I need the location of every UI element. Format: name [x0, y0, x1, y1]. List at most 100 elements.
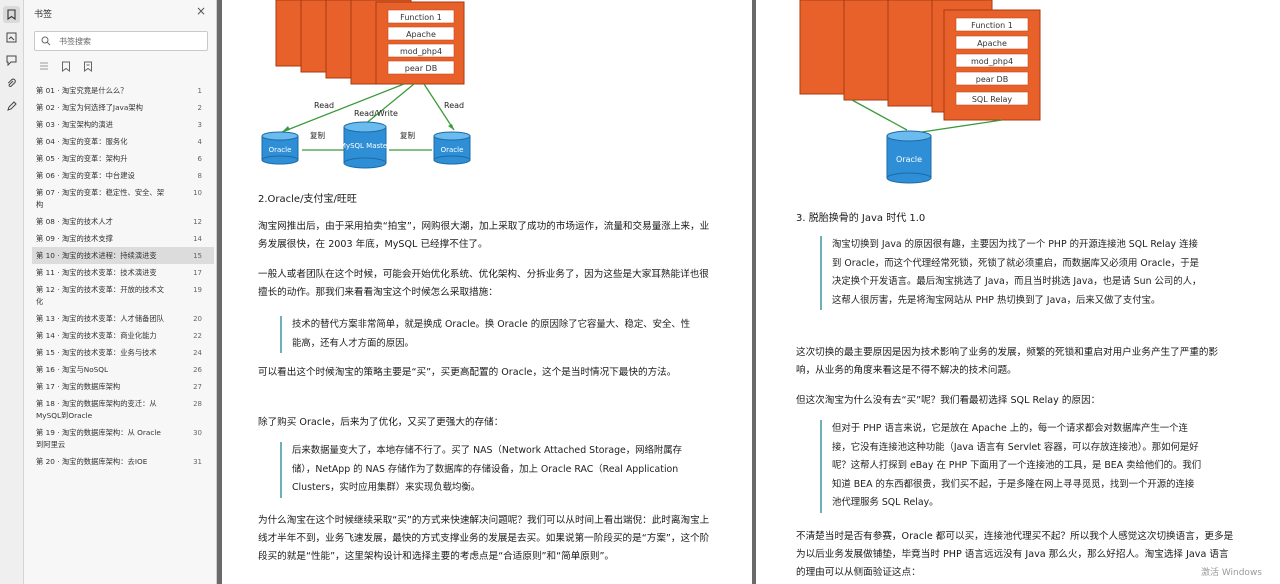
bookmark-item[interactable]: 第 18 · 淘宝的数据库架构的变迁：从 MySQL到Oracle 28	[36, 395, 214, 424]
bookmark-item-label: 第 18 · 淘宝的数据库架构的变迁：从 MySQL到Oracle	[36, 398, 157, 420]
bookmark-item-label: 第 11 · 淘宝的技术变革：技术演进变	[36, 267, 157, 277]
tool-rail	[0, 0, 24, 584]
box-label-sqlrelay: SQL Relay	[972, 95, 1013, 104]
bookmark-item-page: 2	[197, 104, 202, 112]
bookmark-item-page: 15	[193, 252, 202, 260]
bookmark-item-label: 第 13 · 淘宝的技术变革：人才储备团队	[36, 313, 165, 323]
bookmark-item-label: 第 16 · 淘宝与NoSQL	[36, 364, 109, 374]
paragraph-1: 淘宝网推出后，由于采用拍卖“拍宝”，网购很大潮，加上采取了成功的市场运作，流量和…	[258, 221, 710, 250]
bookmark-item-label: 第 20 · 淘宝的数据库架构：去IOE	[36, 456, 148, 466]
bookmark-item-page: 14	[193, 235, 202, 243]
quote-block-1: 技术的替代方案非常简单，就是换成 Oracle。换 Oracle 的原因除了它容…	[280, 316, 692, 353]
document-page-right: Function 1 Apache mod_php4 pear DB SQL R…	[756, 0, 1280, 584]
paragraph-3: 可以看出这个时候淘宝的策略主要是“买”，买更高配置的 Oracle，这个是当时情…	[258, 367, 677, 378]
bookmark-item-page: 17	[193, 269, 202, 277]
bookmark-item[interactable]: 第 01 · 淘宝究竟是什么么？1	[36, 82, 214, 99]
bookmark-item-label: 第 09 · 淘宝的技术支撑	[36, 233, 113, 243]
paragraph-6: 这次切换的最主要原因是因为技术影响了业务的发展，频繁的死锁和重启对用户业务产生了…	[796, 347, 1219, 376]
bookmark-item[interactable]: 第 13 · 淘宝的技术变革：人才储备团队 20	[36, 310, 214, 327]
comment-panel-button[interactable]	[3, 52, 20, 69]
bookmark-item[interactable]: 第 07 · 淘宝的变革：稳定性、安全、架构 10	[36, 184, 214, 213]
bookmark-item-label: 第 07 · 淘宝的变革：稳定性、安全、架构	[36, 187, 165, 209]
close-icon[interactable]: ×	[195, 4, 206, 18]
read-right-label: Read	[444, 101, 464, 110]
expand-all-icon[interactable]	[38, 60, 50, 72]
box-label-apache: Apache	[406, 30, 436, 39]
bookmark-item-page: 10	[193, 189, 202, 197]
read-write-label: Read/Write	[354, 109, 398, 118]
bookmark-item[interactable]: 第 12 · 淘宝的技术变革：开放的技术文化 19	[36, 281, 214, 310]
box-label-function: Function 1	[971, 21, 1013, 30]
box-label-modphp: mod_php4	[400, 47, 442, 56]
pen-icon	[7, 101, 17, 111]
box-label-peardb: pear DB	[976, 75, 1008, 84]
bookmark-item[interactable]: 第 11 · 淘宝的技术变革：技术演进变 17	[36, 264, 214, 281]
paragraph-7: 但这次淘宝为什么没有去“买”呢？我们看最初选择 SQL Relay 的原因：	[796, 395, 1101, 406]
signature-panel-button[interactable]	[3, 98, 20, 115]
paragraph-2: 一般人或者团队在这个时候，可能会开始优化系统、优化架构、分拆业务了，因为这些是大…	[258, 269, 709, 298]
box-label-peardb: pear DB	[405, 64, 437, 73]
sync-right-label: 复制	[400, 130, 415, 140]
thumbnail-icon	[6, 32, 17, 43]
bookmark-panel-button[interactable]	[3, 6, 20, 23]
box-label-modphp: mod_php4	[971, 57, 1013, 66]
attachment-panel-button[interactable]	[3, 75, 20, 92]
bookmark-item-page: 26	[193, 366, 202, 374]
bookmark-item-label: 第 08 · 淘宝的技术人才	[36, 216, 113, 226]
bookmark-item-page: 28	[193, 400, 202, 408]
bookmark-item[interactable]: 第 20 · 淘宝的数据库架构：去IOE 31	[36, 453, 214, 470]
add-bookmark-icon[interactable]	[60, 60, 72, 72]
quote-block-2: 后来数据量变大了，本地存储不行了。买了 NAS（Network Attached…	[280, 442, 692, 498]
bookmark-item-page: 12	[193, 218, 202, 226]
bookmark-item[interactable]: 第 08 · 淘宝的技术人才 12	[36, 213, 214, 230]
paragraph-8: 不清楚当时是否有参赛，Oracle 都可以买，连接池代理买不起？所以我个人感觉这…	[796, 531, 1234, 578]
bookmark-item-page: 30	[193, 429, 202, 437]
bookmark-item[interactable]: 第 03 · 淘宝架构的演进 3	[36, 116, 214, 133]
bookmark-item[interactable]: 第 10 · 淘宝的技术进程：持续演进变 15	[32, 247, 214, 264]
section-heading-oracle: 2.Oracle/支付宝/旺旺	[258, 194, 357, 205]
windows-activation-watermark: 激活 Windows	[1200, 568, 1262, 578]
bookmark-item[interactable]: 第 09 · 淘宝的技术支撑 14	[36, 230, 214, 247]
bookmark-item[interactable]: 第 16 · 淘宝与NoSQL 26	[36, 361, 214, 378]
bookmark-item-page: 24	[193, 349, 202, 357]
db-center-label: MySQL Master	[340, 142, 390, 150]
paragraph-5: 为什么淘宝在这个时候继续采取“买”的方式来快速解决问题呢？我们可以从时间上看出端…	[258, 515, 710, 562]
db-left-label: Oracle	[269, 146, 292, 154]
bookmark-item-label: 第 14 · 淘宝的技术变革：商业化能力	[36, 330, 157, 340]
bookmark-item-page: 8	[197, 172, 202, 180]
bookmark-item[interactable]: 第 15 · 淘宝的技术变革：业务与技术 24	[36, 344, 214, 361]
bookmark-item-label: 第 10 · 淘宝的技术进程：持续演进变	[36, 250, 157, 260]
bookmark-item-page: 27	[193, 383, 202, 391]
thumbnail-panel-button[interactable]	[3, 29, 20, 46]
bookmark-item-label: 第 04 · 淘宝的变革：服务化	[36, 136, 128, 146]
bookmark-item-page: 20	[193, 315, 202, 323]
bookmark-item-label: 第 17 · 淘宝的数据库架构	[36, 381, 121, 391]
bookmark-item-page: 1	[197, 87, 202, 95]
document-page-left: Function 1 Apache mod_php4 pear DB Read …	[222, 0, 752, 584]
search-placeholder: 书签搜索	[59, 37, 91, 46]
bookmark-item-page: 31	[193, 458, 202, 466]
bookmark-item-label: 第 03 · 淘宝架构的演进	[36, 119, 113, 129]
bookmark-search-input[interactable]: 书签搜索	[34, 31, 208, 51]
bookmark-options-icon[interactable]	[82, 60, 94, 72]
comment-icon	[6, 55, 17, 66]
quote-block-4: 但对于 PHP 语言来说，它是放在 Apache 上的，每一个请求都会对数据库产…	[820, 420, 1202, 513]
architecture-diagram-right: Function 1 Apache mod_php4 pear DB SQL R…	[799, 0, 1041, 184]
box-label-apache: Apache	[977, 39, 1007, 48]
db-right-label: Oracle	[441, 146, 464, 154]
bookmark-item-label: 第 15 · 淘宝的技术变革：业务与技术	[36, 347, 157, 357]
bookmark-item-page: 3	[197, 121, 202, 129]
box-label-function: Function 1	[400, 13, 442, 22]
bookmark-item[interactable]: 第 17 · 淘宝的数据库架构 27	[36, 378, 214, 395]
bookmark-item-label: 第 05 · 淘宝的变革：架构升	[36, 153, 128, 163]
bookmark-item-page: 19	[193, 286, 202, 294]
bookmark-item-label: 第 12 · 淘宝的技术变革：开放的技术文化	[36, 284, 165, 306]
